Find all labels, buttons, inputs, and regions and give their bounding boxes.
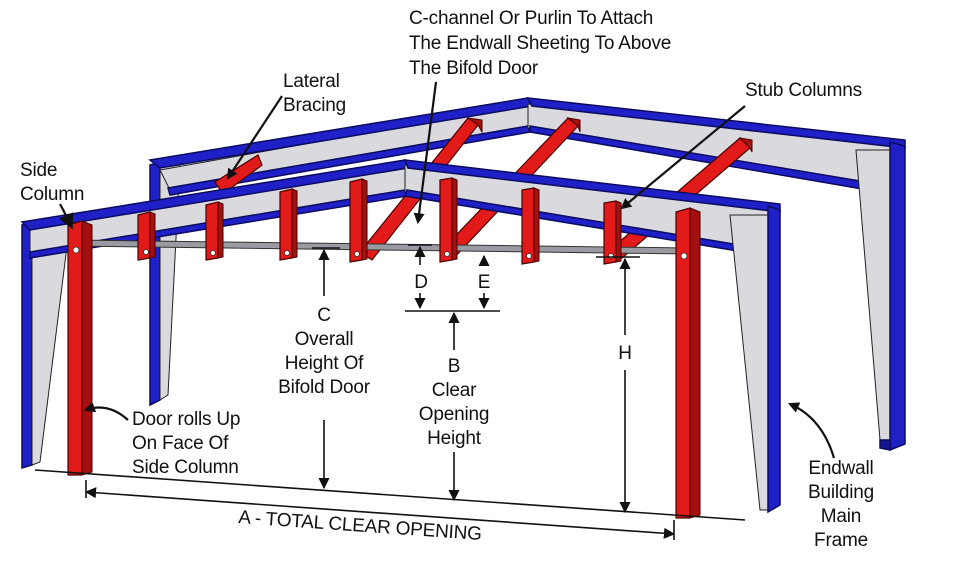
- side-column-label-line2: Column: [20, 184, 84, 205]
- endwall-frame-label-line2: Building: [808, 482, 874, 503]
- c-channel-label-line3: The Bifold Door: [409, 58, 539, 79]
- dim-b-label-line1: B: [448, 356, 460, 377]
- c-channel-label-line2: The Endwall Sheeting To Above: [409, 33, 671, 54]
- lateral-bracing-label-line2: Bracing: [283, 95, 346, 116]
- endwall-frame-label-line4: Frame: [814, 530, 868, 551]
- stub-column: [349, 178, 368, 263]
- c-channel-label-line1: C-channel Or Purlin To Attach: [409, 8, 653, 29]
- dim-c-label-line4: Bifold Door: [278, 377, 371, 398]
- rear-main-frame: [148, 97, 906, 452]
- dim-c-label-line2: Overall: [295, 329, 354, 350]
- side-columns: [67, 207, 701, 519]
- stub-column: [521, 187, 540, 265]
- dim-c-label-line1: C: [317, 305, 331, 326]
- side-column-right: [675, 207, 701, 519]
- stub-column: [205, 201, 224, 261]
- dimension-lines: [84, 244, 676, 540]
- total-clear-opening-label: A - TOTAL CLEAR OPENING: [238, 507, 483, 545]
- door-rolls-label-line3: Side Column: [132, 457, 239, 478]
- door-rolls-label-line1: Door rolls Up: [132, 409, 240, 430]
- endwall-frame-label-line3: Main: [821, 506, 861, 527]
- dim-b-label-line3: Opening: [419, 404, 489, 425]
- stub-column: [279, 188, 298, 261]
- stub-column: [603, 200, 622, 265]
- dim-c-label-line3: Height Of: [285, 353, 364, 374]
- door-rolls-label-line2: On Face Of: [132, 433, 229, 454]
- side-column-label-line1: Side: [20, 160, 57, 181]
- lateral-bracing-label-line1: Lateral: [283, 71, 340, 92]
- dim-h-label: H: [618, 343, 632, 364]
- stub-columns-label: Stub Columns: [745, 80, 862, 101]
- dim-d-label: D: [414, 272, 428, 293]
- stub-columns: [137, 177, 622, 265]
- dim-b-label-line2: Clear: [432, 380, 477, 401]
- dim-e-label: E: [478, 272, 490, 293]
- side-column-left: [67, 220, 93, 476]
- callout-arrows: [59, 81, 836, 459]
- stub-column: [439, 177, 458, 263]
- dim-b-label-line4: Height: [427, 428, 482, 449]
- endwall-frame-label-line1: Endwall: [808, 458, 873, 479]
- front-endwall-frame: [20, 159, 781, 514]
- stub-column: [137, 211, 156, 261]
